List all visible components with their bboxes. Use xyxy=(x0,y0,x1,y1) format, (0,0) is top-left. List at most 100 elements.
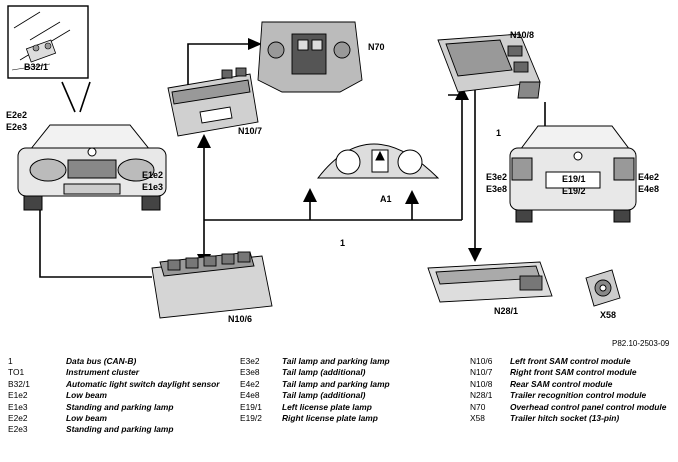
legend-code: N10/8 xyxy=(470,378,493,389)
legend-desc: Right license plate lamp xyxy=(282,413,378,424)
data-bus-lines xyxy=(39,43,546,278)
legend-desc: Data bus (CAN-B) xyxy=(66,356,137,366)
label-n70: N70 xyxy=(368,42,385,52)
rear-car-illustration xyxy=(509,125,637,223)
legend-code: E2e2 xyxy=(8,413,28,424)
b32-to-car xyxy=(61,81,76,113)
label-e3e8: E3e8 xyxy=(486,184,507,194)
legend-code: E3e2 xyxy=(240,356,260,366)
label-n10-8: N10/8 xyxy=(510,30,534,40)
arrow-trailer-down xyxy=(468,248,482,262)
legend-desc: Overhead control panel control module xyxy=(510,401,667,412)
label-b32-1: B32/1 xyxy=(24,62,48,72)
legend-code: E19/2 xyxy=(240,413,262,424)
b32-1-inset xyxy=(7,5,89,79)
legend-row: E2e2 Low beam xyxy=(8,413,233,424)
legend-desc: Low beam xyxy=(66,390,107,401)
legend-row: TO1 Instrument cluster xyxy=(8,367,233,378)
arrow-n10-7-up xyxy=(197,134,211,148)
label-n10-7: N10/7 xyxy=(238,126,262,136)
n10-7-module xyxy=(167,67,259,137)
legend-row: N10/7 Right front SAM control module xyxy=(470,367,675,378)
legend-row: E19/2 Right license plate lamp xyxy=(240,413,465,424)
legend-row: N10/8 Rear SAM control module xyxy=(470,379,675,390)
legend-row: N10/6 Left front SAM control module xyxy=(470,356,675,367)
front-car-illustration xyxy=(17,124,167,211)
legend-code: TO1 xyxy=(8,367,25,378)
legend-code: E19/1 xyxy=(240,401,262,412)
label-e1e3: E1e3 xyxy=(142,182,163,192)
label-e3e2: E3e2 xyxy=(486,172,507,182)
legend-code: E1e3 xyxy=(8,401,28,412)
figure-reference: P82.10-2503-09 xyxy=(612,339,670,348)
legend-column-3: N10/6 Left front SAM control module N10/7… xyxy=(470,356,675,424)
label-e2e3: E2e3 xyxy=(6,122,27,132)
label-bus-left: 1 xyxy=(340,238,345,248)
instrument-cluster xyxy=(316,143,440,179)
legend-desc: Low beam xyxy=(66,413,107,424)
label-e19-2: E19/2 xyxy=(562,186,586,196)
label-e4e2: E4e2 xyxy=(638,172,659,182)
legend-desc: Automatic light switch daylight sensor xyxy=(66,378,220,389)
legend-row: E19/1 Left license plate lamp xyxy=(240,402,465,413)
legend-code: E4e8 xyxy=(240,390,260,401)
bus-to-rear-sam xyxy=(448,94,463,220)
legend-row: E3e2 Tail lamp and parking lamp xyxy=(240,356,465,367)
legend-desc: Trailer recognition control module xyxy=(510,390,647,401)
legend-desc: Tail lamp and parking lamp xyxy=(282,356,390,366)
label-n28-1: N28/1 xyxy=(494,306,518,316)
legend-row: E4e2 Tail lamp and parking lamp xyxy=(240,379,465,390)
legend-code: N10/7 xyxy=(470,367,493,378)
legend-desc: Standing and parking lamp xyxy=(66,424,174,435)
legend-row: E2e3 Standing and parking lamp xyxy=(8,424,233,435)
legend-row: E1e3 Standing and parking lamp xyxy=(8,402,233,413)
legend-row: B32/1 Automatic light switch daylight sen… xyxy=(8,379,233,390)
legend-code: N10/6 xyxy=(470,356,493,366)
legend-desc: Right front SAM control module xyxy=(510,367,637,378)
label-x58: X58 xyxy=(600,310,616,320)
label-e4e8: E4e8 xyxy=(638,184,659,194)
n10-8-module xyxy=(437,33,541,99)
legend-code: N28/1 xyxy=(470,390,493,401)
legend-desc: Standing and parking lamp xyxy=(66,401,174,412)
label-e2e2: E2e2 xyxy=(6,110,27,120)
b32-to-car-2 xyxy=(79,81,91,113)
arrow-rear-sam-up xyxy=(455,86,469,100)
n28-1-module xyxy=(427,261,553,303)
arrow-n70 xyxy=(248,38,262,50)
label-bus-right: 1 xyxy=(496,128,501,138)
label-a1: A1 xyxy=(380,194,392,204)
legend-row: E3e8 Tail lamp (additional) xyxy=(240,367,465,378)
arrow-cluster-left xyxy=(303,188,317,202)
legend-desc: Left license plate lamp xyxy=(282,401,372,412)
arrow-cluster-right xyxy=(405,190,419,204)
label-e19-1: E19/1 xyxy=(562,174,586,184)
legend-code: E3e8 xyxy=(240,367,260,378)
legend-row: 1 Data bus (CAN-B) xyxy=(8,356,233,367)
x58-socket xyxy=(585,269,621,307)
legend-desc: Left front SAM control module xyxy=(510,356,631,366)
legend-code: X58 xyxy=(470,413,485,424)
legend-code: B32/1 xyxy=(8,378,30,389)
legend-desc: Tail lamp (additional) xyxy=(282,367,366,378)
legend-desc: Trailer hitch socket (13-pin) xyxy=(510,413,620,424)
n10-7-to-n70 xyxy=(187,43,250,88)
legend-code: 1 xyxy=(8,356,13,366)
wiring-diagram: B32/1 N70 N10/8 E2e2 E2e3 N10/7 E1e2 E1e… xyxy=(6,5,670,348)
legend-desc: Tail lamp and parking lamp xyxy=(282,378,390,389)
front-car-to-n10-6 xyxy=(39,190,152,278)
n70-module xyxy=(257,21,363,93)
legend-desc: Instrument cluster xyxy=(66,367,140,378)
label-n10-6: N10/6 xyxy=(228,314,252,324)
legend-code: E4e2 xyxy=(240,378,260,389)
legend-code: N70 xyxy=(470,401,486,412)
legend-row: N70 Overhead control panel control module xyxy=(470,402,675,413)
legend-code: E2e3 xyxy=(8,424,28,435)
label-e1e2: E1e2 xyxy=(142,170,163,180)
legend-desc: Rear SAM control module xyxy=(510,378,613,389)
legend-row: X58 Trailer hitch socket (13-pin) xyxy=(470,413,675,424)
